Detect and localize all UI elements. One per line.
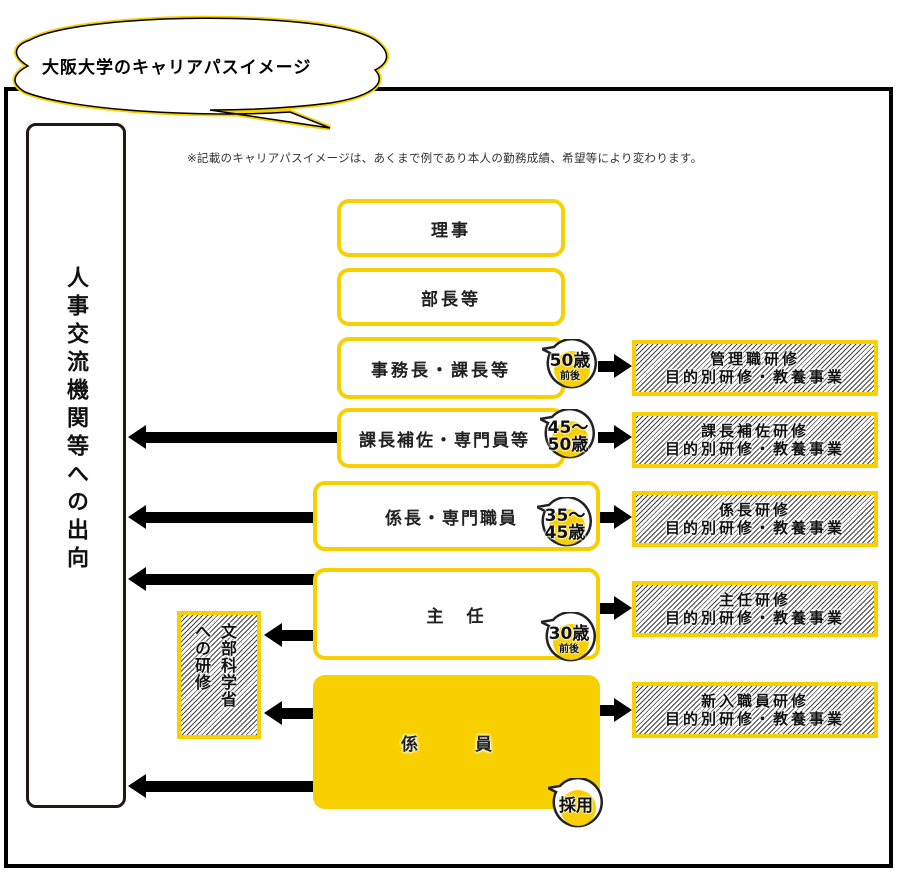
training-title: 新入職員研修 (700, 692, 809, 710)
position-label: 係長・専門職員 (385, 508, 518, 529)
position-label: 部長等 (421, 289, 481, 310)
mext-line1: 文部科学省 (218, 623, 237, 708)
training-title: 主任研修 (718, 591, 791, 609)
position-label: 係 員 (401, 734, 512, 755)
page-title: 大阪大学のキャリアパスイメージ (42, 58, 312, 78)
training-subtitle: 目的別研修・教養事業 (664, 519, 845, 537)
training-subtitle: 目的別研修・教養事業 (664, 609, 845, 627)
position-assistant-manager: 課長補佐・専門員等 (337, 408, 565, 468)
training-title: 係長研修 (718, 501, 791, 519)
training-box-chief: 主任研修 目的別研修・教養事業 (632, 581, 878, 637)
age-badge-assistant-manager: 45〜50歳 (536, 407, 596, 465)
mext-line2: への研修 (192, 623, 211, 691)
secondment-box: 人事交流機関等への出向 (26, 123, 126, 808)
training-box-assistant-manager: 課長補佐研修 目的別研修・教養事業 (632, 412, 878, 468)
title-bubble (12, 15, 389, 131)
position-label: 事務長・課長等 (371, 360, 511, 381)
training-subtitle: 目的別研修・教養事業 (664, 710, 845, 728)
disclaimer-note: ※記載のキャリアパスイメージは、あくまで例であり本人の勤務成績、希望等により変わ… (187, 151, 703, 165)
training-subtitle: 目的別研修・教養事業 (664, 368, 845, 386)
training-title: 課長補佐研修 (700, 422, 809, 440)
age-badge-office-manager: 50歳前後 (538, 337, 598, 395)
training-box-manager: 管理職研修 目的別研修・教養事業 (632, 340, 878, 396)
age-badge-staff: 採用 (544, 776, 604, 834)
training-box-section-chief: 係長研修 目的別研修・教養事業 (632, 491, 878, 547)
secondment-label: 人事交流機関等への出向 (63, 266, 88, 574)
training-subtitle: 目的別研修・教養事業 (664, 440, 845, 458)
diagram-frame (4, 87, 893, 868)
position-label: 主 任 (426, 606, 487, 627)
position-director: 理事 (337, 199, 565, 257)
training-box-new-staff: 新入職員研修 目的別研修・教養事業 (632, 682, 878, 738)
position-office-manager: 事務長・課長等 (337, 337, 565, 399)
age-badge-chief: 30歳前後 (537, 610, 597, 668)
training-title: 管理職研修 (709, 350, 800, 368)
position-label: 課長補佐・専門員等 (359, 430, 530, 451)
position-label: 理事 (431, 220, 471, 241)
age-badge-section-chief: 35〜45歳 (533, 495, 593, 553)
mext-training-box: 文部科学省 への研修 (177, 611, 261, 739)
position-dept-head: 部長等 (337, 268, 565, 326)
